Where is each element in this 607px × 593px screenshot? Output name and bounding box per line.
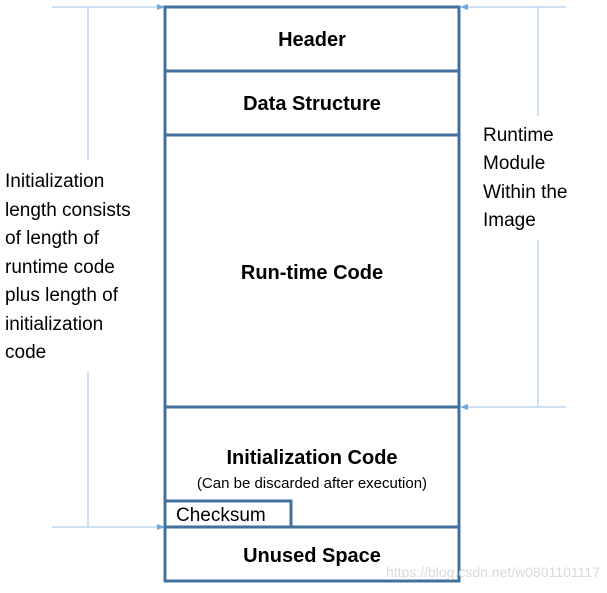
right-annotation-line: Module (483, 153, 545, 174)
checksum-box (165, 499, 293, 527)
left-annotation-line: initialization (5, 314, 103, 335)
right-bottom-arrowhead (460, 404, 468, 410)
watermark-text: https://blog.csdn.net/w0801101117 (386, 564, 600, 580)
left-annotation-line: code (5, 342, 46, 363)
left-annotation-line: of length of (5, 228, 100, 249)
right-annotation-line: Image (483, 210, 536, 231)
block-data-structure: Data Structure (243, 93, 381, 115)
left-annotation-line: length consists (5, 200, 131, 221)
block-initialization-note: (Can be discarded after execution) (197, 475, 427, 492)
right-annotation-line: Within the (483, 182, 567, 203)
left-annotation: Initialization length consists of length… (5, 171, 131, 363)
right-annotation: Runtime Module Within the Image (483, 125, 567, 231)
left-annotation-line: runtime code (5, 257, 115, 278)
right-top-arrowhead (460, 4, 468, 10)
stack-outline (163, 5, 461, 583)
block-checksum: Checksum (176, 505, 266, 526)
memory-stack: Header Data Structure Run-time Code Init… (163, 5, 461, 583)
right-dimension-guide (460, 4, 566, 410)
left-annotation-line: Initialization (5, 171, 104, 192)
block-runtime-code: Run-time Code (241, 262, 383, 284)
left-annotation-line: plus length of (5, 285, 119, 306)
block-unused-space: Unused Space (243, 545, 381, 567)
left-bottom-arrowhead (157, 524, 165, 530)
left-top-arrowhead (157, 4, 165, 10)
left-dimension-guide (52, 4, 165, 530)
block-initialization-code: Initialization Code (226, 447, 397, 469)
right-annotation-line: Runtime (483, 125, 554, 146)
block-header: Header (278, 29, 346, 51)
